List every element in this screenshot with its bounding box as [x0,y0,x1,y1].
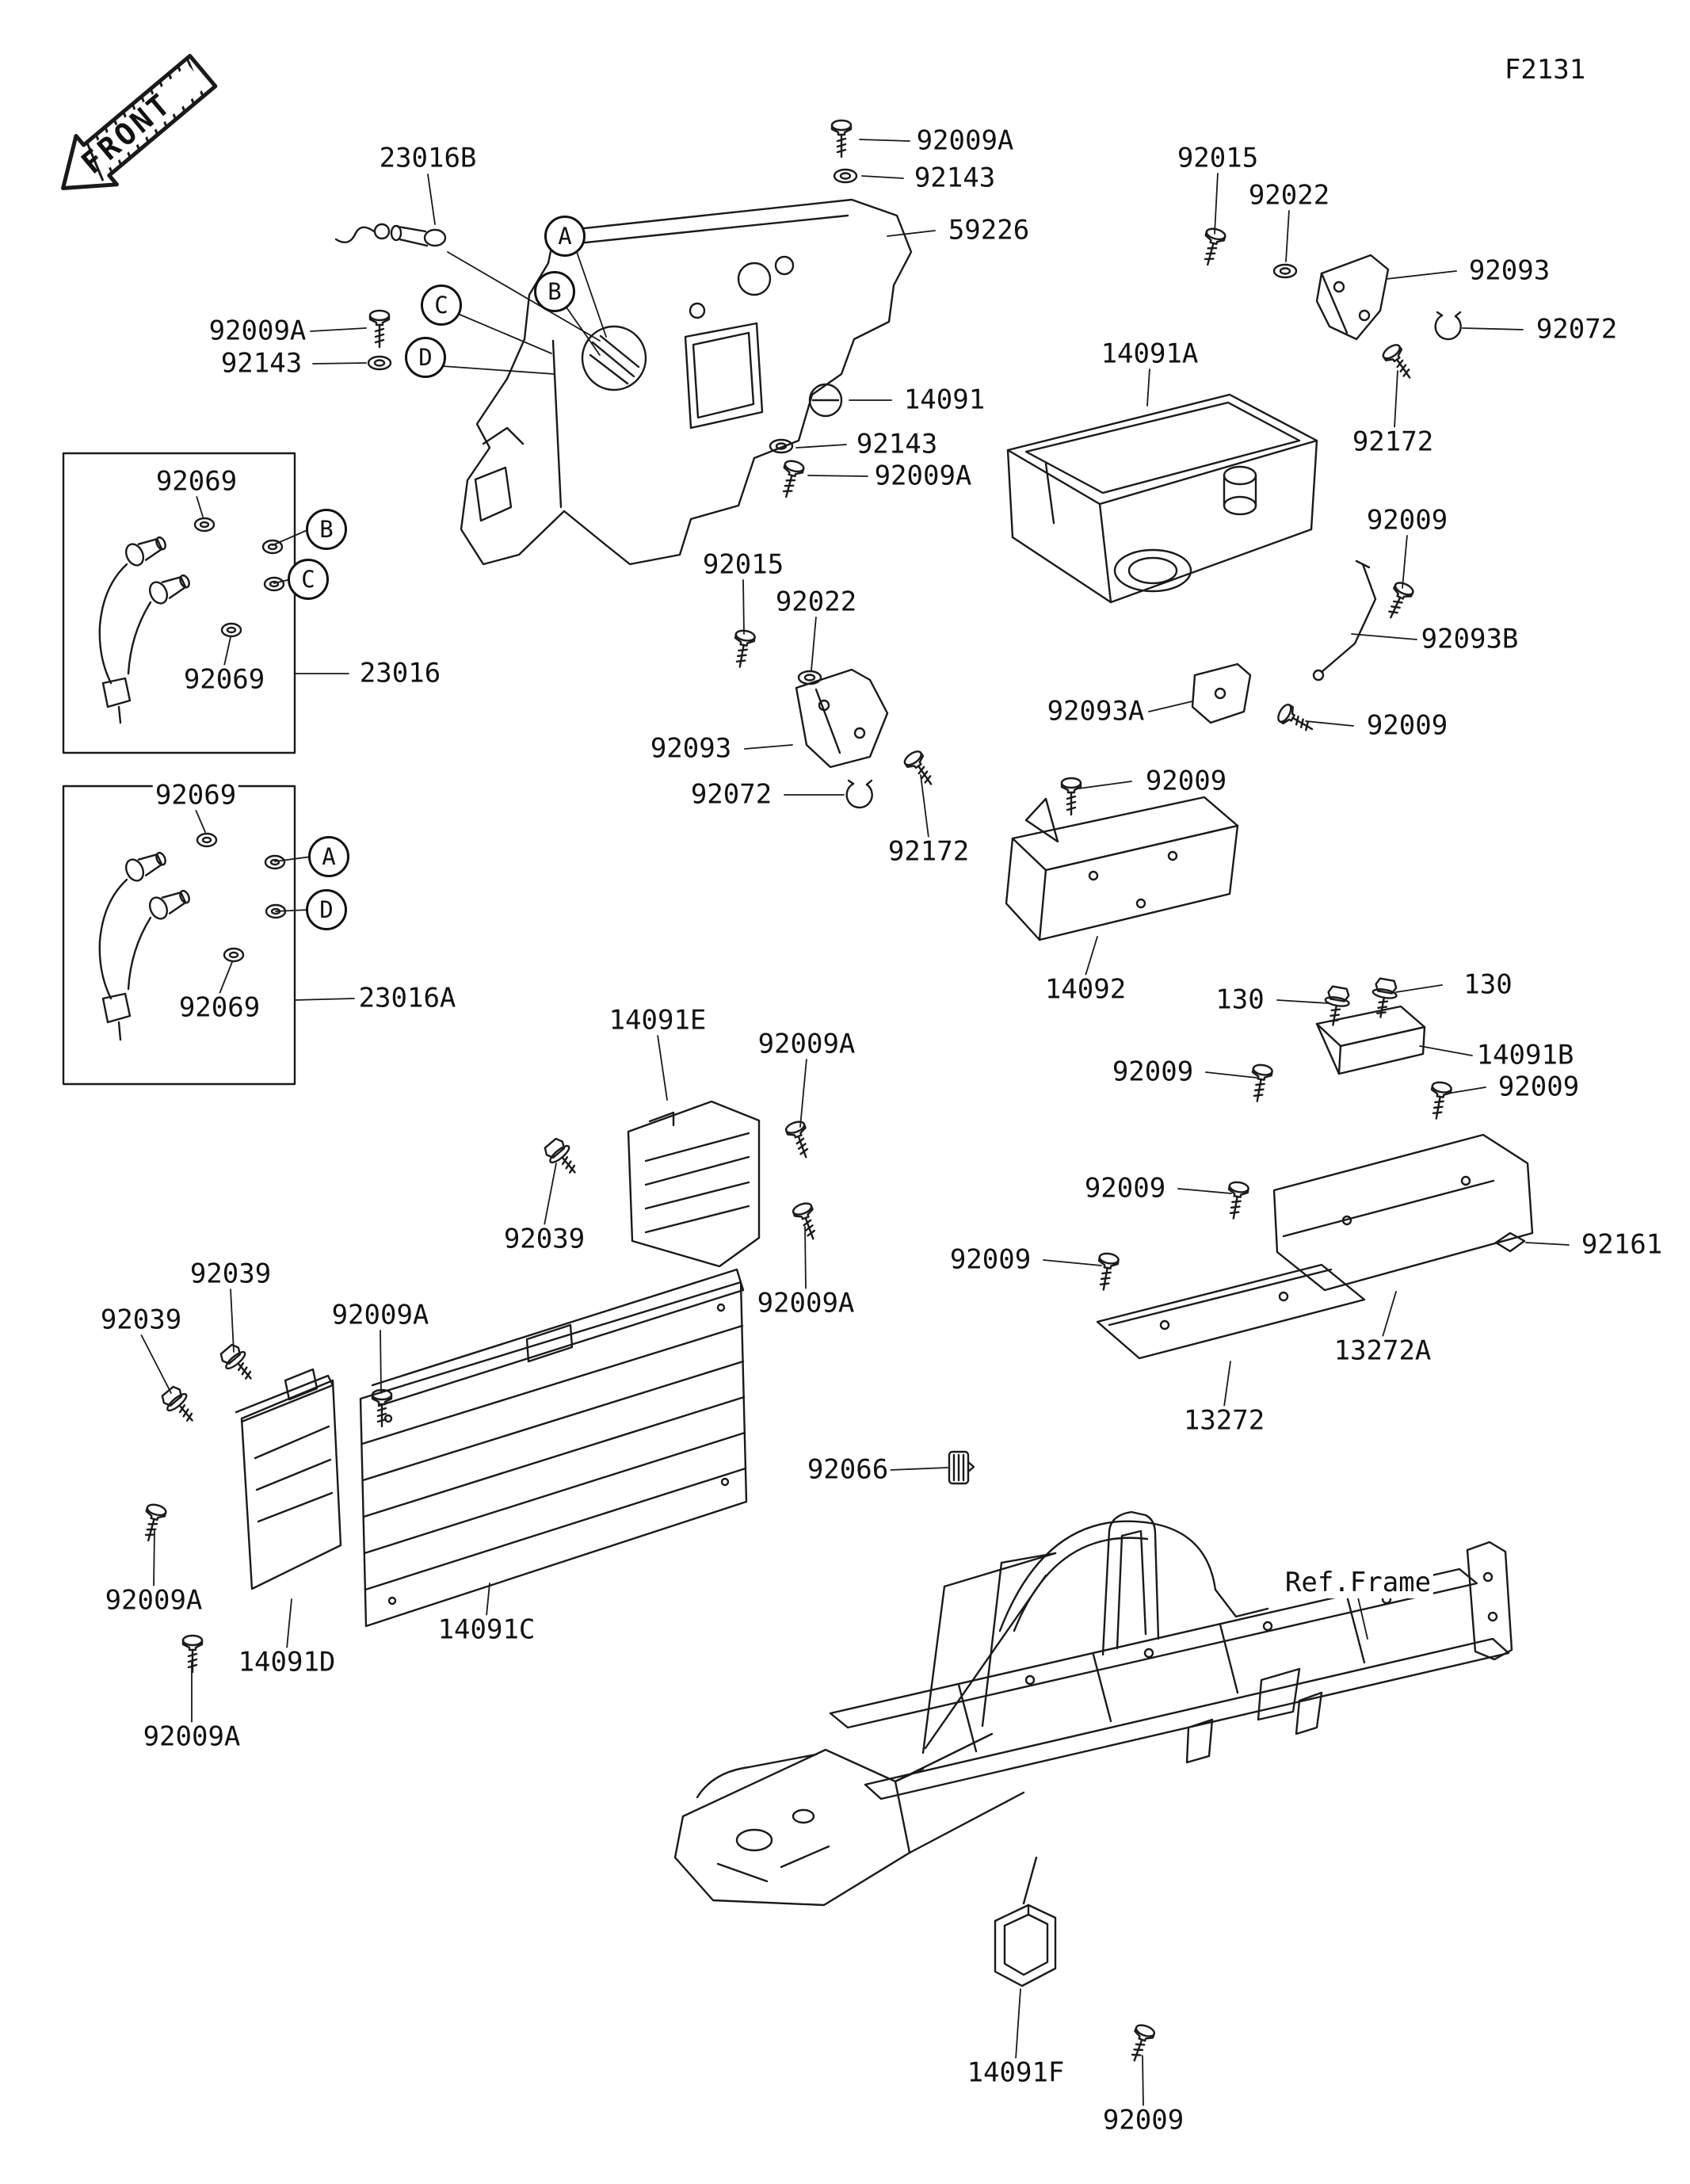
label-92009a-7: 92009A [102,1585,205,1616]
label-92039-1: 92039 [501,1224,588,1254]
label-14091: 14091 [901,384,988,415]
label-92009-3: 92009 [1143,766,1230,796]
label-23016b: 23016B [376,143,479,174]
label-92009-8: 92009 [1100,2105,1187,2136]
callout-b-2: B [306,509,347,550]
label-14091b: 14091B [1474,1040,1577,1071]
label-92009a-3: 92009A [872,460,975,491]
tray-14091A-art [1006,393,1318,604]
label-14091d: 14091D [235,1647,338,1678]
label-23016a: 23016A [356,983,459,1014]
panel-14091D-art [235,1368,342,1590]
label-92009-2: 92009 [1364,710,1451,741]
callout-c-1: C [421,284,462,326]
bracket-14091F-art [994,1903,1057,1987]
label-92009a-5: 92009A [754,1288,857,1319]
label-92039-3: 92039 [97,1304,185,1335]
connector-92066-art [948,1450,975,1485]
callout-a-2: A [308,836,349,877]
harness-23016A-box [62,785,296,1086]
plate-13272A-art [1272,1133,1534,1292]
label-92161: 92161 [1578,1229,1665,1260]
bracket-92093A-art [1191,662,1252,724]
label-92009a-1: 92009A [914,125,1017,156]
label-13272: 13272 [1181,1405,1268,1436]
ignition-switch-art [334,223,447,247]
label-92143-3: 92143 [853,429,940,460]
label-92009-1: 92009 [1364,505,1451,536]
front-arrow [61,54,218,190]
label-13272a: 13272A [1331,1335,1434,1366]
label-92009a-6: 92009A [329,1300,432,1331]
label-23016: 23016 [357,658,444,689]
callout-d-2: D [306,889,347,930]
label-92009-6: 92009 [1082,1173,1169,1204]
label-14091e: 14091E [606,1005,709,1036]
ref-frame-label: Ref.Frame [1282,1567,1434,1598]
label-92069-4: 92069 [176,992,263,1023]
label-92172-1: 92172 [1349,426,1436,457]
label-92009-5: 92009 [1495,1071,1582,1102]
label-14092: 14092 [1042,974,1129,1005]
label-14091c: 14091C [435,1614,538,1645]
panel-14091C-art [359,1268,748,1628]
dash-panel-art [460,198,913,566]
label-92143-1: 92143 [911,162,998,193]
harness-23016-box [62,452,296,754]
damper-92161-art [1494,1231,1526,1253]
plate-14092-art [1005,796,1239,941]
label-92009a-8: 92009A [140,1721,243,1752]
callout-a-1: A [544,216,586,257]
label-14091f: 14091F [964,2057,1067,2088]
label-92093-2: 92093 [647,733,734,764]
label-92009-7: 92009 [947,1244,1034,1275]
label-92015-1: 92015 [1174,143,1261,174]
label-92172-2: 92172 [885,836,972,867]
page-code: F2131 [1504,54,1586,86]
label-92093b: 92093B [1418,624,1521,655]
label-92009a-4: 92009A [755,1029,858,1060]
leader-lines [140,139,1570,2107]
label-92069-1: 92069 [153,466,240,497]
panel-14091E-art [627,1100,761,1268]
cover-14091B-art [1315,1005,1426,1075]
label-92143-2: 92143 [218,348,305,379]
label-130-2: 130 [1461,969,1515,1000]
label-92022-2: 92022 [773,586,860,617]
label-92039-2: 92039 [187,1258,274,1289]
label-92093-1: 92093 [1466,255,1553,286]
label-14091a: 14091A [1098,338,1201,369]
plate-13272-art [1096,1263,1366,1360]
callout-d-1: D [405,337,446,378]
label-92009a-2: 92009A [206,315,309,346]
label-92066: 92066 [804,1454,891,1485]
label-92069-2: 92069 [181,664,268,695]
callout-c-2: C [288,559,329,600]
label-92093a: 92093A [1044,696,1147,727]
label-92072-1: 92072 [1533,314,1620,345]
label-92022-1: 92022 [1246,180,1333,211]
bracket-92093-mid-art [795,668,889,769]
label-59226: 59226 [945,215,1032,246]
label-92069-3: 92069 [152,780,239,811]
bracket-92093-right-art [1315,254,1390,341]
label-92015-2: 92015 [700,549,787,580]
callout-b-1: B [534,271,575,312]
label-92009-4: 92009 [1109,1056,1196,1087]
rod-92093B-art [1312,559,1377,682]
label-130-1: 130 [1213,984,1267,1015]
label-92072-2: 92072 [688,779,775,810]
frame-art [673,1510,1513,1907]
